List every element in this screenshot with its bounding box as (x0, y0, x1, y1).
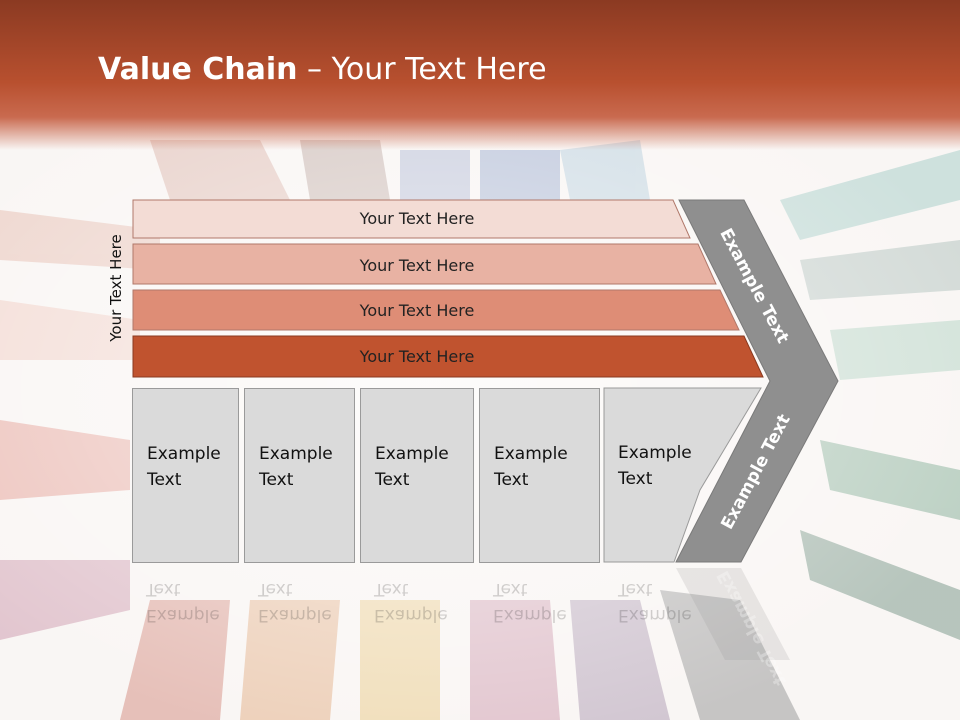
title-bar (0, 0, 960, 150)
row-label-2: Your Text Here (359, 256, 475, 275)
row-bar-1[interactable] (132, 199, 691, 239)
row-label-3: Your Text Here (359, 301, 475, 320)
row-bar-3[interactable] (132, 289, 740, 331)
title-rest: – Your Text Here (297, 52, 547, 87)
page-title: Value Chain – Your Text Here (98, 52, 547, 87)
row-bar-4[interactable] (132, 335, 764, 378)
row-label-1: Your Text Here (359, 209, 475, 228)
chevron-arrow[interactable] (675, 199, 839, 563)
row-bar-2[interactable] (132, 243, 717, 285)
row-label-4: Your Text Here (359, 347, 475, 366)
chevron-reflection (676, 568, 790, 660)
title-bold: Value Chain (98, 52, 298, 87)
last-box-shape[interactable] (603, 387, 762, 563)
